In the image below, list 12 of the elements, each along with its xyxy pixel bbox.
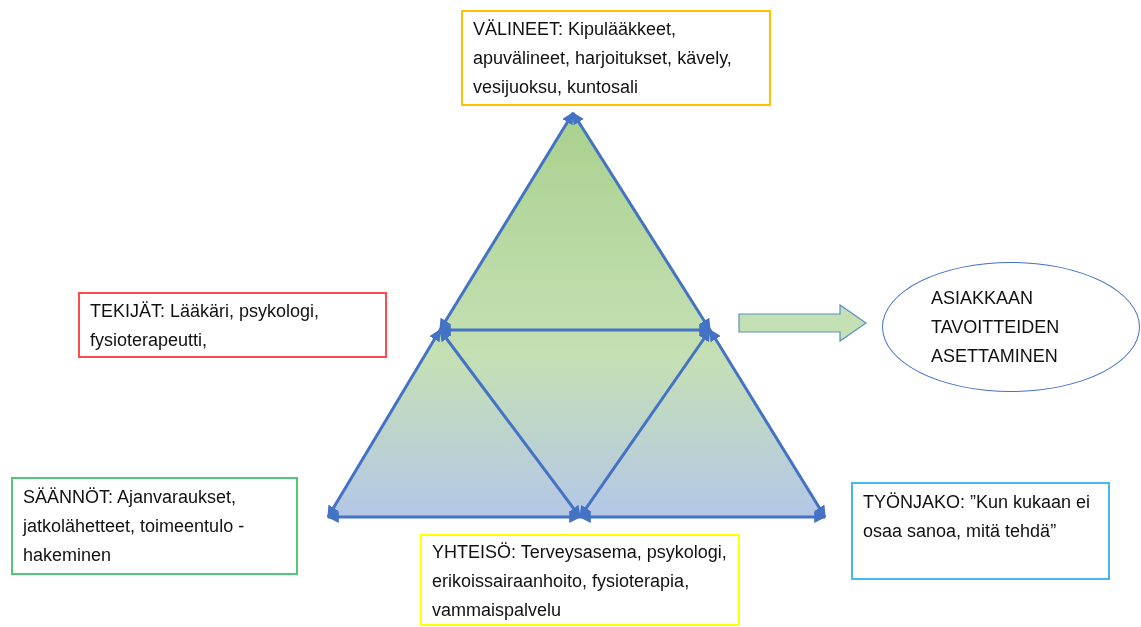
- text-box: [78, 292, 387, 358]
- goal-text: ASIAKKAAN TAVOITTEIDEN ASETTAMINEN: [931, 286, 1061, 368]
- box-text: SÄÄNNÖT: Ajanvaraukset, jatkolähetteet, toimeentulo - hakeminen: [23, 486, 246, 567]
- text-box: [11, 477, 298, 575]
- box-text: VÄLINEET: Kipulääkkeet, apuvälineet, harjoitukset, kävely, vesijuoksu, kuntosali: [473, 18, 733, 99]
- box-text: TEKIJÄT: Lääkäri, psykologi, fysioterapeutti,: [90, 300, 321, 352]
- text-box: [851, 482, 1110, 580]
- text-box: [461, 10, 771, 106]
- text-box: [420, 534, 740, 626]
- block-arrow: [738, 303, 868, 343]
- box-text: TYÖNJAKO: ”Kun kukaan ei osaa sanoa, mitä tehdä”: [863, 491, 1092, 543]
- box-text: YHTEISÖ: Terveysasema, psykologi, erikoissairaanhoito, fysioterapia, vammaispalvelu: [432, 541, 728, 622]
